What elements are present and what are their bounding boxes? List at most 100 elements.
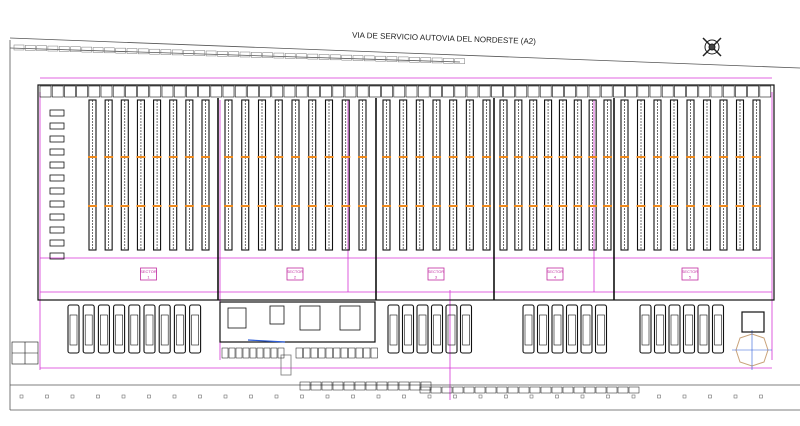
parking-space [341,54,352,61]
parking-space [370,347,378,359]
truck-dock [580,304,593,354]
orange-beam-marker [513,156,523,158]
parking-space [58,46,70,52]
rack-area [88,99,761,251]
orange-beam-marker [482,205,491,207]
parking-space [263,347,271,359]
parking-space [149,48,160,55]
trailer [553,314,562,346]
loading-bay [564,85,576,98]
parking-space [325,347,333,359]
orange-beam-marker [448,205,458,207]
truck-dock [430,304,444,354]
loading-bay [674,85,686,98]
trailer [447,314,456,346]
parking-space [235,347,243,359]
orange-beam-marker [398,156,408,158]
parking-marker [19,394,24,399]
orange-beam-marker [752,156,761,158]
orange-beam-marker [341,156,351,158]
parking-space [318,347,326,359]
orange-beam-marker [528,156,538,158]
parking-space [540,386,552,394]
parking-space [249,347,257,359]
orange-beam-marker [719,205,728,207]
orange-beam-marker [499,156,508,158]
loading-bay [308,85,320,98]
loading-bay [527,85,540,98]
parking-space [104,47,115,54]
orange-beam-marker [257,205,267,207]
orange-beam-marker [274,156,284,158]
orange-beam-marker [307,156,317,158]
truck-dock [143,304,156,354]
parking-marker [376,394,381,399]
office-block [219,301,376,376]
sector-label: SECTOR [140,269,157,274]
bottom-access-road [10,384,800,411]
parking-marker [223,394,228,399]
parking-space [562,386,574,394]
sector-number: 1 [147,275,150,280]
orange-beam-marker [669,156,679,158]
trailer [115,314,123,346]
parking-marker [555,394,559,399]
loading-bay [332,85,345,98]
dock-vehicle [49,200,65,208]
parking-space [160,49,172,55]
parking-space [318,54,330,60]
orange-beam-marker [307,205,317,207]
dock-vehicle [49,161,65,169]
orange-beam-marker [513,205,523,207]
north-arrow-compass-icon [702,37,722,57]
parking-space [239,51,251,58]
orange-beam-marker [432,205,441,207]
parking-space [375,55,386,62]
sector-label: SECTOR [428,269,445,274]
orange-beam-marker [620,205,629,207]
parking-marker [478,394,483,399]
parking-marker [759,394,763,399]
office-parking-row [221,347,378,359]
parking-space [242,347,250,359]
orange-beam-marker [573,156,583,158]
parking-space [628,386,640,394]
trailer [670,314,679,346]
orange-beam-marker [528,205,538,207]
orange-beam-marker [702,205,712,207]
truck-dock [445,304,458,354]
orange-beam-marker [240,156,250,158]
structural-grid-lines [39,77,773,400]
loading-bay [454,85,467,98]
loading-bay [661,85,674,98]
loading-bay [356,85,369,98]
parking-marker [45,394,49,399]
loading-bay [698,85,711,98]
orange-beam-marker [168,156,178,158]
orange-beam-marker [120,205,130,207]
parking-marker [198,394,202,399]
loading-bay [491,85,503,98]
parking-space [474,386,486,394]
parking-space [47,45,59,52]
parking-space [355,347,363,359]
trailer [568,314,576,346]
loading-bay [259,85,271,98]
parking-space [310,347,318,359]
orange-beam-marker [543,205,553,207]
orange-beam-marker [341,205,351,207]
parking-space [340,347,348,359]
truck-dock [565,304,579,354]
parking-space [36,45,47,51]
parking-marker [325,394,330,399]
orange-beam-marker [88,205,97,207]
trailer [539,314,547,346]
loading-bay [515,85,528,98]
trailer [582,314,591,346]
orange-beam-marker [465,205,475,207]
orange-beam-marker [184,205,194,207]
parking-marker [682,394,687,399]
trailer [699,314,708,346]
orange-beam-marker [291,205,300,207]
